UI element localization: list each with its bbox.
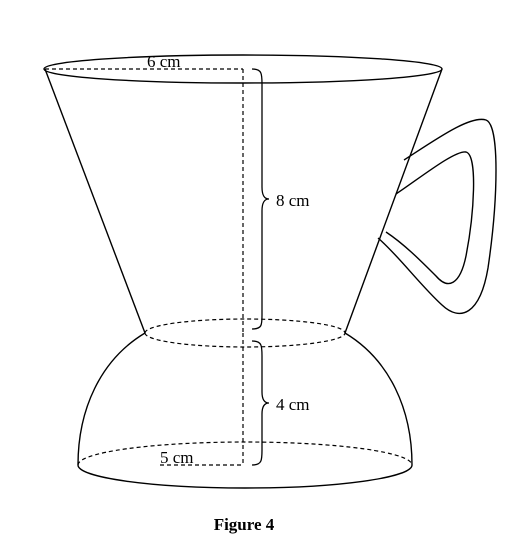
handle-outer	[377, 118, 497, 315]
brace-dome-height	[251, 340, 270, 466]
handle-inner	[385, 151, 475, 285]
cone-left-side	[44, 68, 146, 334]
base-radius-label: 5 cm	[160, 448, 194, 467]
cone-height-label: 8 cm	[276, 191, 310, 210]
dome-right-curve	[344, 332, 413, 466]
waist-ellipse-front	[144, 332, 346, 348]
base-ellipse-front	[77, 464, 413, 489]
dome-left-curve	[77, 332, 146, 466]
base-ellipse-back	[77, 441, 413, 466]
figure-caption: Figure 4	[214, 515, 275, 534]
brace-cone-height	[251, 68, 270, 330]
waist-ellipse-back	[144, 318, 346, 334]
top-radius-label: 6 cm	[147, 52, 181, 71]
dome-height-label: 4 cm	[276, 395, 310, 414]
cone-right-side	[344, 68, 443, 334]
